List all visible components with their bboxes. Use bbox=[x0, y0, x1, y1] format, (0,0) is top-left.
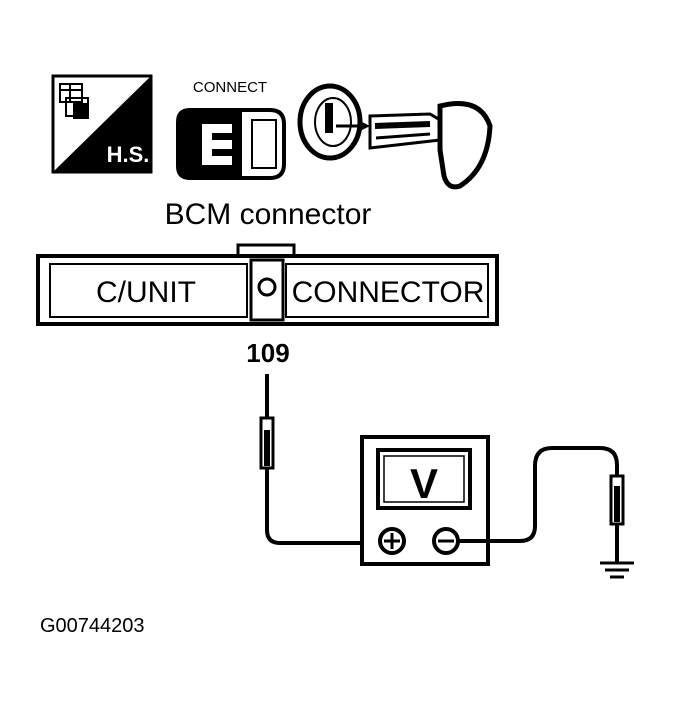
connector-left-label: C/UNIT bbox=[96, 276, 196, 309]
figure-id: G00744203 bbox=[40, 615, 145, 637]
terminal-number: 109 bbox=[246, 338, 289, 368]
voltmeter bbox=[360, 435, 490, 566]
negative-lead bbox=[458, 446, 625, 562]
ignition-key-off-icon bbox=[297, 83, 493, 190]
bcm-connector bbox=[36, 243, 499, 326]
connect-label: CONNECT bbox=[193, 79, 267, 96]
ground-symbol-icon bbox=[600, 561, 634, 579]
positive-probe bbox=[259, 374, 380, 545]
connector-title: BCM connector bbox=[165, 198, 372, 231]
terminal-109-pin bbox=[257, 277, 277, 297]
harness-service-icon: H.S. bbox=[51, 74, 153, 174]
harness-label: H.S. bbox=[107, 142, 150, 167]
meter-symbol: V bbox=[410, 460, 438, 507]
connector-right-label: CONNECTOR bbox=[292, 276, 485, 309]
connector-plug-icon: CONNECT bbox=[176, 79, 286, 180]
